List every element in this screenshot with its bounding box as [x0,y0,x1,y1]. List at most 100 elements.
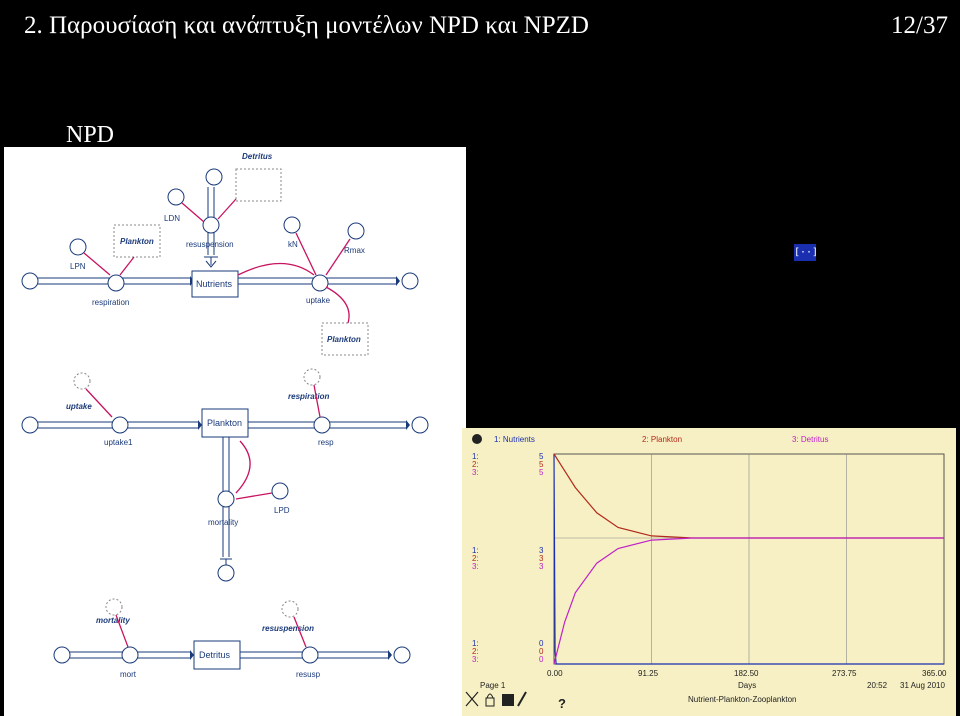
resp-label: resp [318,438,334,447]
uptake-label: uptake [306,296,331,305]
lock-icon[interactable] [485,697,495,707]
scatter-icon[interactable] [465,691,479,707]
graph-toolbar: ? [465,691,566,711]
mortality-label: mortality [208,518,238,527]
ghost-plankton-left-label: Plankton [120,237,154,246]
cloud-sink-icon [401,272,419,290]
ghost-detritus-box[interactable] [235,168,282,202]
date-label: 31 Aug 2010 [900,681,945,690]
y-tick: 0 [539,647,544,656]
cloud-sink-icon [217,564,235,582]
nutrients-stock-label: Nutrients [196,279,233,289]
y-tick: 0 [539,639,544,648]
series-line-1 [553,453,944,665]
mortality-valve[interactable] [217,490,235,508]
resuspension-valve[interactable] [202,216,220,234]
help-icon[interactable]: ? [558,696,566,711]
uptake1-valve[interactable] [111,416,129,434]
y-tick: 3: [472,468,479,477]
uptake1-label: uptake1 [104,438,133,447]
ldn-converter[interactable] [167,188,185,206]
time-label: 20:52 [867,681,888,690]
x-axis-label: Days [738,681,756,690]
stella-graph-pad: 1: Nutrients 2: Plankton 3: Detritus 1: … [462,428,956,716]
stella-model-diagram: Detritus resuspension LDN Plankton LPN [4,147,466,716]
section-label: NPD [66,122,115,148]
series-line-3 [553,537,944,665]
y-tick: 5 [539,452,544,461]
ghost-uptake-icon[interactable] [73,372,91,390]
cloud-sink-icon [393,646,411,664]
kn-label: kN [288,240,298,249]
y-tick: 0 [539,655,544,664]
lpn-label: LPN [70,262,86,271]
respiration-valve[interactable] [107,274,125,292]
lpd-label: LPD [274,506,290,515]
ghost-plankton-left[interactable] [113,224,161,258]
pencil-icon[interactable] [517,691,527,707]
x-tick: 365.00 [922,669,947,678]
plot-grid [553,453,945,665]
plot-lines [553,453,944,665]
ghost-plankton-right-label: Plankton [327,335,361,344]
model-name-label: Nutrient-Plankton-Zooplankton [688,695,797,704]
ghost-detritus-label: Detritus [242,152,273,161]
cloud-source-icon [21,272,39,290]
cloud-source-icon [21,416,39,434]
uptake-valve[interactable] [311,274,329,292]
ghost-resuspension-icon[interactable] [281,600,299,618]
resusp-valve[interactable] [301,646,319,664]
y-tick: 5 [539,460,544,469]
printer-icon[interactable] [502,694,514,706]
y-tick: 2: [472,460,479,469]
plankton-stock-label: Plankton [207,418,242,428]
y-tick: 1: [472,546,479,555]
y-tick: 1: [472,452,479,461]
resuspension-label: resuspension [186,240,234,249]
y-tick: 5 [539,468,544,477]
plankton-stock[interactable] [201,408,249,438]
respiration-label: respiration [92,298,129,307]
cloud-source-icon [53,646,71,664]
x-tick: 0.00 [547,669,563,678]
ghost-uptake-label: uptake [66,402,92,411]
ghost-resuspension-label: resuspension [262,624,314,633]
y-tick: 2: [472,647,479,656]
slide-title: 2. Παρουσίαση και ανάπτυξη μοντέλων NPD … [24,12,589,39]
legend-plankton: 2: Plankton [642,435,682,444]
ghost-mortality-icon[interactable] [105,598,123,616]
graph-pin-icon[interactable] [472,434,482,444]
window-restore-icon[interactable]: [··] [794,244,818,261]
cloud-icon [205,168,223,186]
page-label[interactable]: Page 1 [480,681,506,690]
block-plankton: uptake uptake1 Plankton resp respiration [21,368,429,582]
y-tick: 3 [539,554,544,563]
ghost-respiration-label: respiration [288,392,329,401]
slide-number: 12/37 [891,12,948,39]
y-axis-labels: 1: 2: 3: 5 5 5 1: 2: 3: 3 3 3 1: 2: 3: 0… [472,452,544,664]
cloud-sink-icon [411,416,429,434]
y-tick: 3: [472,655,479,664]
y-tick: 3 [539,546,544,555]
ldn-label: LDN [164,214,180,223]
legend-nutrients: 1: Nutrients [494,435,535,444]
lpn-converter[interactable] [69,238,87,256]
y-tick: 2: [472,554,479,563]
ghost-plankton-right[interactable] [321,322,369,356]
lpd-converter[interactable] [271,482,289,500]
rmax-converter[interactable] [347,222,365,240]
kn-converter[interactable] [283,216,301,234]
y-tick: 1: [472,639,479,648]
block-detritus: mortality mort Detritus resusp resuspens… [53,598,411,679]
resusp-label: resusp [296,670,321,679]
mort-valve[interactable] [121,646,139,664]
rmax-label: Rmax [344,246,365,255]
detritus-stock[interactable] [193,640,241,670]
ghost-mortality-label: mortality [96,616,130,625]
legend-detritus: 3: Detritus [792,435,828,444]
x-tick: 273.75 [832,669,857,678]
mort-label: mort [120,670,137,679]
ghost-respiration-icon[interactable] [303,368,321,386]
block-nutrients: Detritus resuspension LDN Plankton LPN [21,152,419,356]
resp-valve[interactable] [313,416,331,434]
